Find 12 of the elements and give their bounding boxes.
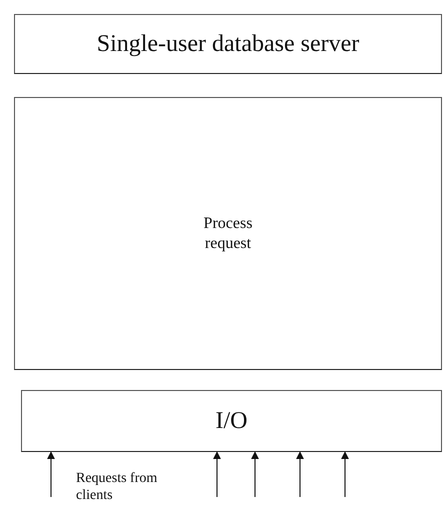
box-label: Process request [202,214,254,254]
arrow [296,451,304,498]
process-box [14,14,442,74]
annotation-text: Requests from clients [76,470,158,504]
box-label: Single-user database server [96,30,360,59]
arrow [341,451,349,498]
process-box [14,97,442,370]
process-box [21,390,442,452]
box-label: I/O [216,407,248,436]
arrow [47,451,55,498]
arrow [251,451,259,498]
arrow [213,451,221,498]
